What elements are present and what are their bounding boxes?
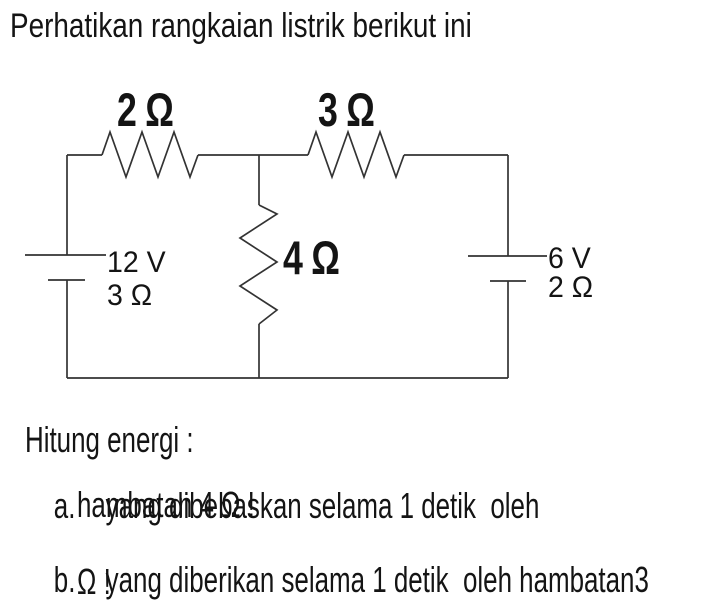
- resistor-3ohm-label: 3 Ω: [318, 83, 375, 136]
- item-b-line2: Ω !: [77, 561, 111, 602]
- item-b-line1: yang diberikan selama 1 detik oleh hamba…: [105, 559, 649, 600]
- page-title: Perhatikan rangkaian listrik berikut ini: [10, 7, 472, 45]
- item-a-marker: a.: [53, 485, 76, 526]
- item-a-line1: yang dibebaskan selama 1 detik oleh: [105, 485, 540, 526]
- item-a-line2: hambatan 4 Ω !: [77, 484, 255, 525]
- resistor-2ohm-zigzag: [101, 129, 199, 180]
- battery-left-resistance-label: 3 Ω: [107, 279, 153, 312]
- item-b-marker: b.: [53, 559, 76, 600]
- problem-item-a: a. yang dibebaskan selama 1 detik oleh: [25, 452, 540, 560]
- resistor-4ohm-label: 4 Ω: [283, 231, 340, 284]
- problem-item-b: b. yang diberikan selama 1 detik oleh ham…: [25, 526, 649, 602]
- resistor-2ohm-label: 2 Ω: [117, 83, 174, 136]
- battery-left-voltage-label: 12 V: [107, 246, 166, 279]
- battery-right-voltage-label: 6 V: [548, 242, 591, 275]
- resistor-4ohm-zigzag: [238, 204, 279, 325]
- resistor-3ohm-zigzag: [307, 129, 405, 180]
- battery-right-resistance-label: 2 Ω: [548, 271, 594, 304]
- problem-heading: Hitung energi :: [25, 419, 194, 460]
